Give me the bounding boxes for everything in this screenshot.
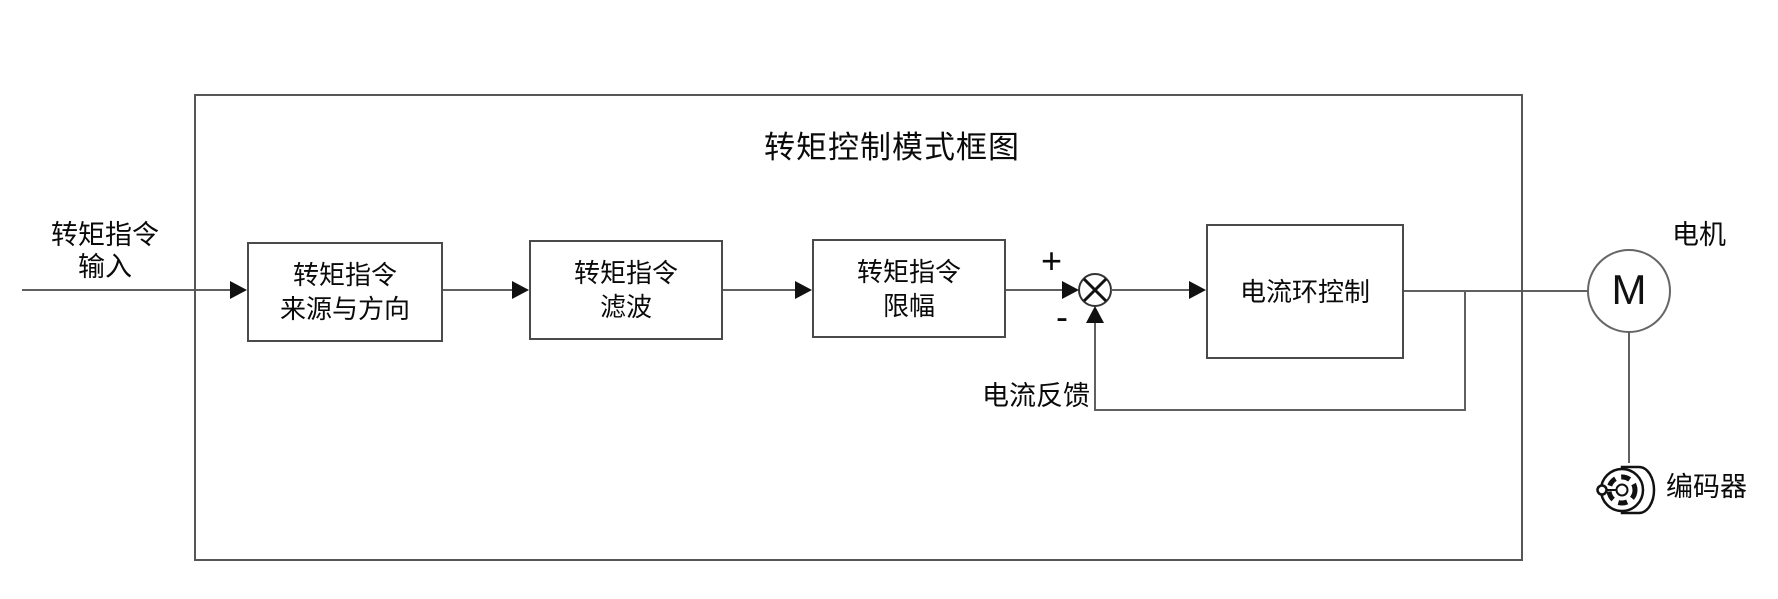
motor-symbol: M <box>1611 266 1647 313</box>
plus-sign: + <box>1041 240 1063 281</box>
feedback-label: 电流反馈 <box>982 381 1090 411</box>
block-limit: 转矩指令 限幅 <box>812 239 1006 338</box>
input-label-line1: 转矩指令 <box>51 220 159 250</box>
outer-frame <box>194 94 1523 561</box>
block-filter-line2: 滤波 <box>599 292 652 322</box>
arrowhead-block2-icon <box>512 281 529 299</box>
input-arrowhead-icon <box>230 281 247 299</box>
motor-label: 电机 <box>1672 220 1726 250</box>
block-limit-line2: 限幅 <box>882 290 935 321</box>
arrowhead-block4-icon <box>1189 281 1206 299</box>
block-limit-line1: 转矩指令 <box>856 256 961 287</box>
block-current-loop: 电流环控制 <box>1206 224 1404 359</box>
block-current-loop-line1: 电流环控制 <box>1239 276 1370 307</box>
block-filter: 转矩指令 滤波 <box>529 240 723 340</box>
block-source-direction-line2: 来源与方向 <box>279 294 410 324</box>
feedback-arrowhead-icon <box>1086 306 1104 323</box>
feedback-line <box>1094 291 1466 411</box>
arrowhead-block3-icon <box>795 281 812 299</box>
arrowhead-summing-icon <box>1062 281 1079 299</box>
block-source-direction-line1: 转矩指令 <box>292 260 397 290</box>
minus-sign: - <box>1056 296 1068 337</box>
input-label: 转矩指令 输入 <box>25 219 185 283</box>
diagram-title: 转矩控制模式框图 <box>764 130 1020 165</box>
block-source-direction: 转矩指令 来源与方向 <box>247 242 443 342</box>
encoder-label: 编码器 <box>1666 472 1747 502</box>
block-filter-line1: 转矩指令 <box>573 258 678 288</box>
encoder-icon <box>1596 465 1656 515</box>
input-label-line2: 输入 <box>78 252 132 282</box>
